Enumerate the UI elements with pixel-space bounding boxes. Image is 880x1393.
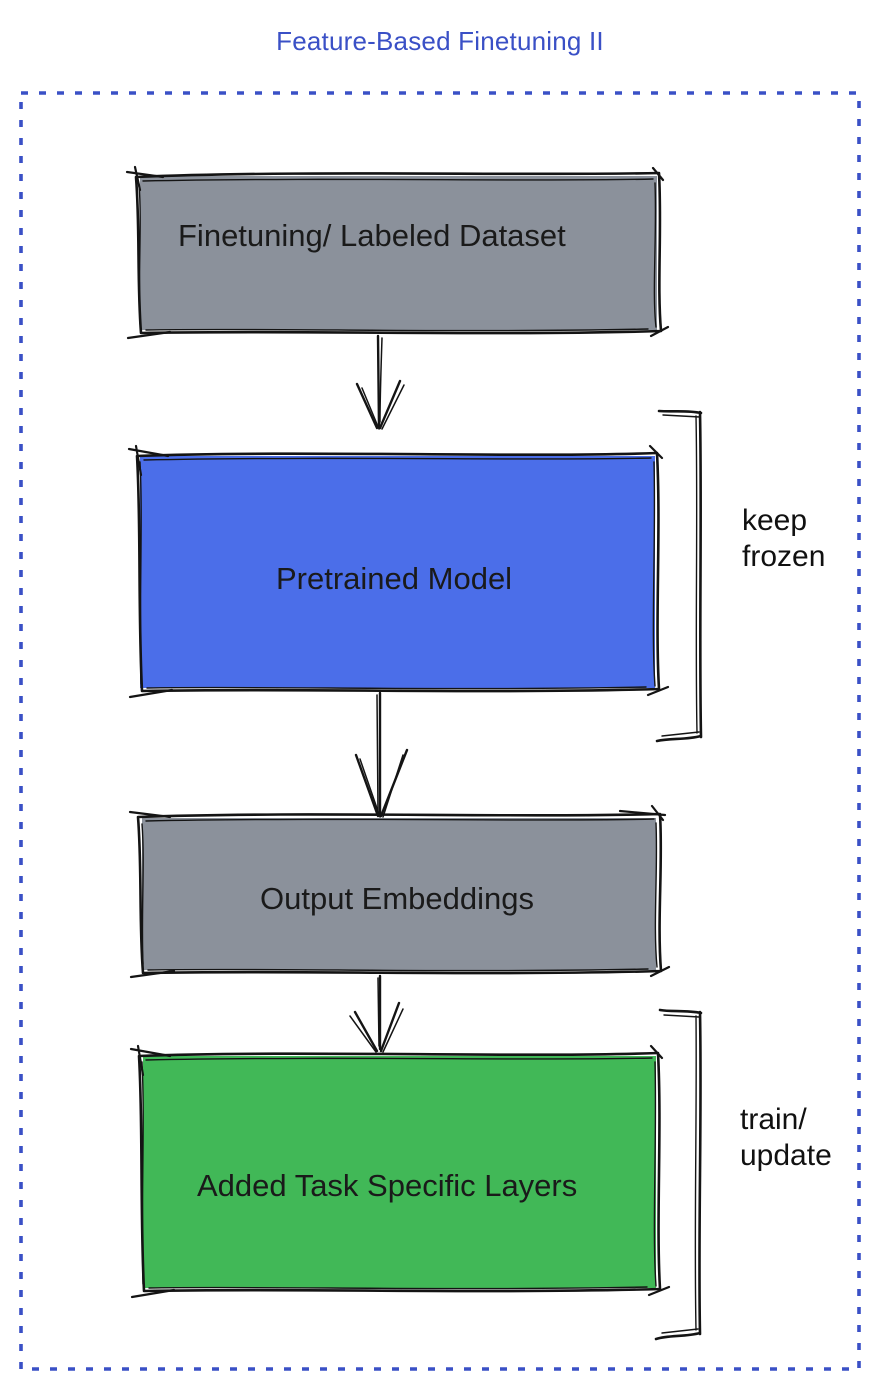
sketch-border-2 (141, 1057, 657, 1290)
dashed-boundary (19, 91, 861, 1371)
bracket-line-2 (661, 414, 701, 737)
node-label-finetuning-dataset: Finetuning/ Labeled Dataset (178, 218, 566, 253)
sketch-corner-ticks (125, 165, 670, 340)
arrow-down-2 (354, 691, 409, 818)
node-label-output-embeddings: Output Embeddings (260, 881, 535, 916)
arrow-head (355, 379, 402, 430)
node-fill-pretrained-model (140, 456, 655, 688)
arrow-down-3 (349, 974, 404, 1053)
annotation-line: train/ (740, 1103, 807, 1136)
arrow-head-2 (359, 754, 404, 818)
bracket-train-update (654, 1008, 703, 1341)
node-label-task-layers: Added Task Specific Layers (197, 1168, 578, 1203)
sketch-border-2 (138, 178, 657, 332)
node-box-task-layers (129, 1044, 671, 1299)
node-fill-finetuning-dataset (140, 176, 657, 330)
arrow-head-2 (361, 384, 405, 430)
diagram-title: Feature-Based Finetuning II (276, 26, 604, 56)
bracket-line (655, 409, 703, 743)
bracket-keep-frozen (655, 409, 703, 743)
node-box-pretrained-model (127, 444, 670, 699)
arrow-shaft-2 (377, 977, 380, 1047)
arrow-head (354, 748, 409, 818)
node-fill-output-embeddings (142, 818, 656, 970)
sketch-border-2 (141, 818, 658, 972)
annotation-line: keep (742, 504, 808, 537)
annotation-keep-frozen: keep frozen (742, 503, 825, 575)
node-label-pretrained-model: Pretrained Model (276, 561, 513, 596)
node-box-output-embeddings (128, 804, 671, 979)
arrow-shaft (376, 334, 381, 429)
arrow-head (353, 1001, 401, 1053)
arrow-shaft-2 (379, 337, 383, 423)
sketch-corner-ticks (127, 444, 670, 699)
arrow-shaft-2 (376, 694, 379, 813)
annotation-line: update (740, 1139, 832, 1172)
arrow-head-2 (349, 1008, 404, 1053)
sketch-border-2 (139, 457, 656, 690)
bracket-line (654, 1008, 703, 1341)
annotation-train-update: train/ update (740, 1102, 832, 1174)
bracket-line-2 (661, 1014, 700, 1334)
arrow-down-1 (355, 334, 405, 430)
sketch-corner-ticks (129, 1044, 671, 1299)
sketch-corner-ticks (128, 804, 671, 979)
node-box-finetuning-dataset (125, 165, 670, 340)
annotation-line: frozen (742, 540, 826, 573)
node-fill-task-layers (143, 1056, 656, 1288)
